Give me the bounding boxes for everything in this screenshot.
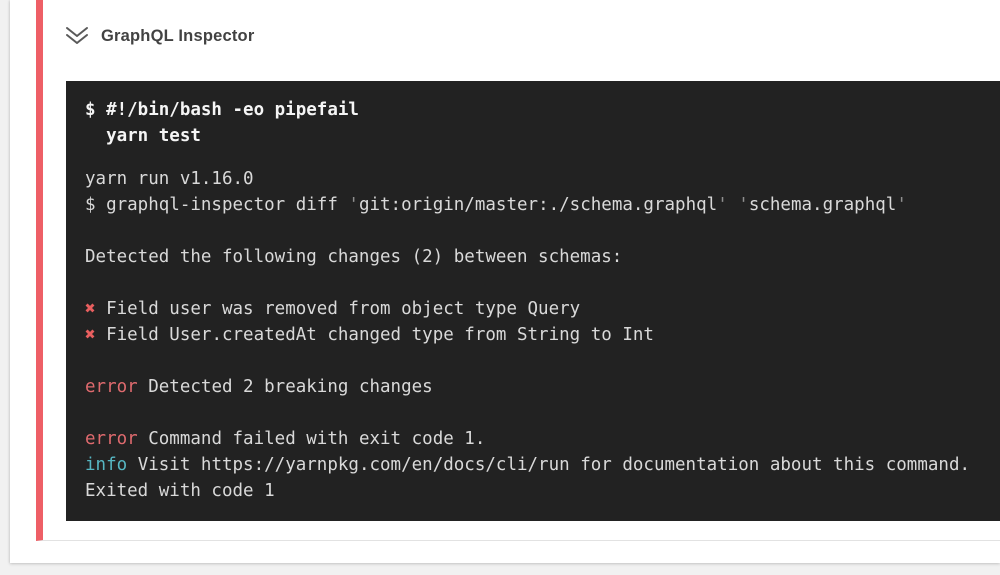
terminal-line: yarn test <box>85 126 201 146</box>
terminal-output-block: yarn run v1.16.0 $ graphql-inspector diff… <box>85 166 981 504</box>
terminal-line: info Visit https://yarnpkg.com/en/docs/c… <box>85 455 971 475</box>
terminal-line: Detected the following changes (2) betwe… <box>85 247 623 267</box>
terminal-blank-line <box>85 270 981 296</box>
terminal-line: ✖ Field user was removed from object typ… <box>85 299 581 319</box>
terminal-blank-line <box>85 400 981 426</box>
terminal-line: Exited with code 1 <box>85 481 275 501</box>
terminal-line: error Command failed with exit code 1. <box>85 429 486 449</box>
terminal-output: $ #!/bin/bash -eo pipefail yarn test yar… <box>66 81 1000 521</box>
terminal-line: yarn run v1.16.0 <box>85 169 254 189</box>
build-step-panel: GraphQL Inspector $ #!/bin/bash -eo pipe… <box>10 0 1000 563</box>
step-title: GraphQL Inspector <box>101 26 255 45</box>
double-chevron-down-icon[interactable] <box>64 25 90 47</box>
terminal-line: $ graphql-inspector diff 'git:origin/mas… <box>85 195 907 215</box>
terminal-line: $ #!/bin/bash -eo pipefail <box>85 100 359 120</box>
terminal-line: ✖ Field User.createdAt changed type from… <box>85 325 654 345</box>
terminal-line: error Detected 2 breaking changes <box>85 377 433 397</box>
terminal-blank-line <box>85 348 981 374</box>
terminal-command-block: $ #!/bin/bash -eo pipefail yarn test <box>85 97 981 149</box>
failed-step-card: GraphQL Inspector $ #!/bin/bash -eo pipe… <box>36 0 1000 541</box>
terminal-blank-line <box>85 218 981 244</box>
step-header[interactable]: GraphQL Inspector <box>43 0 1000 47</box>
